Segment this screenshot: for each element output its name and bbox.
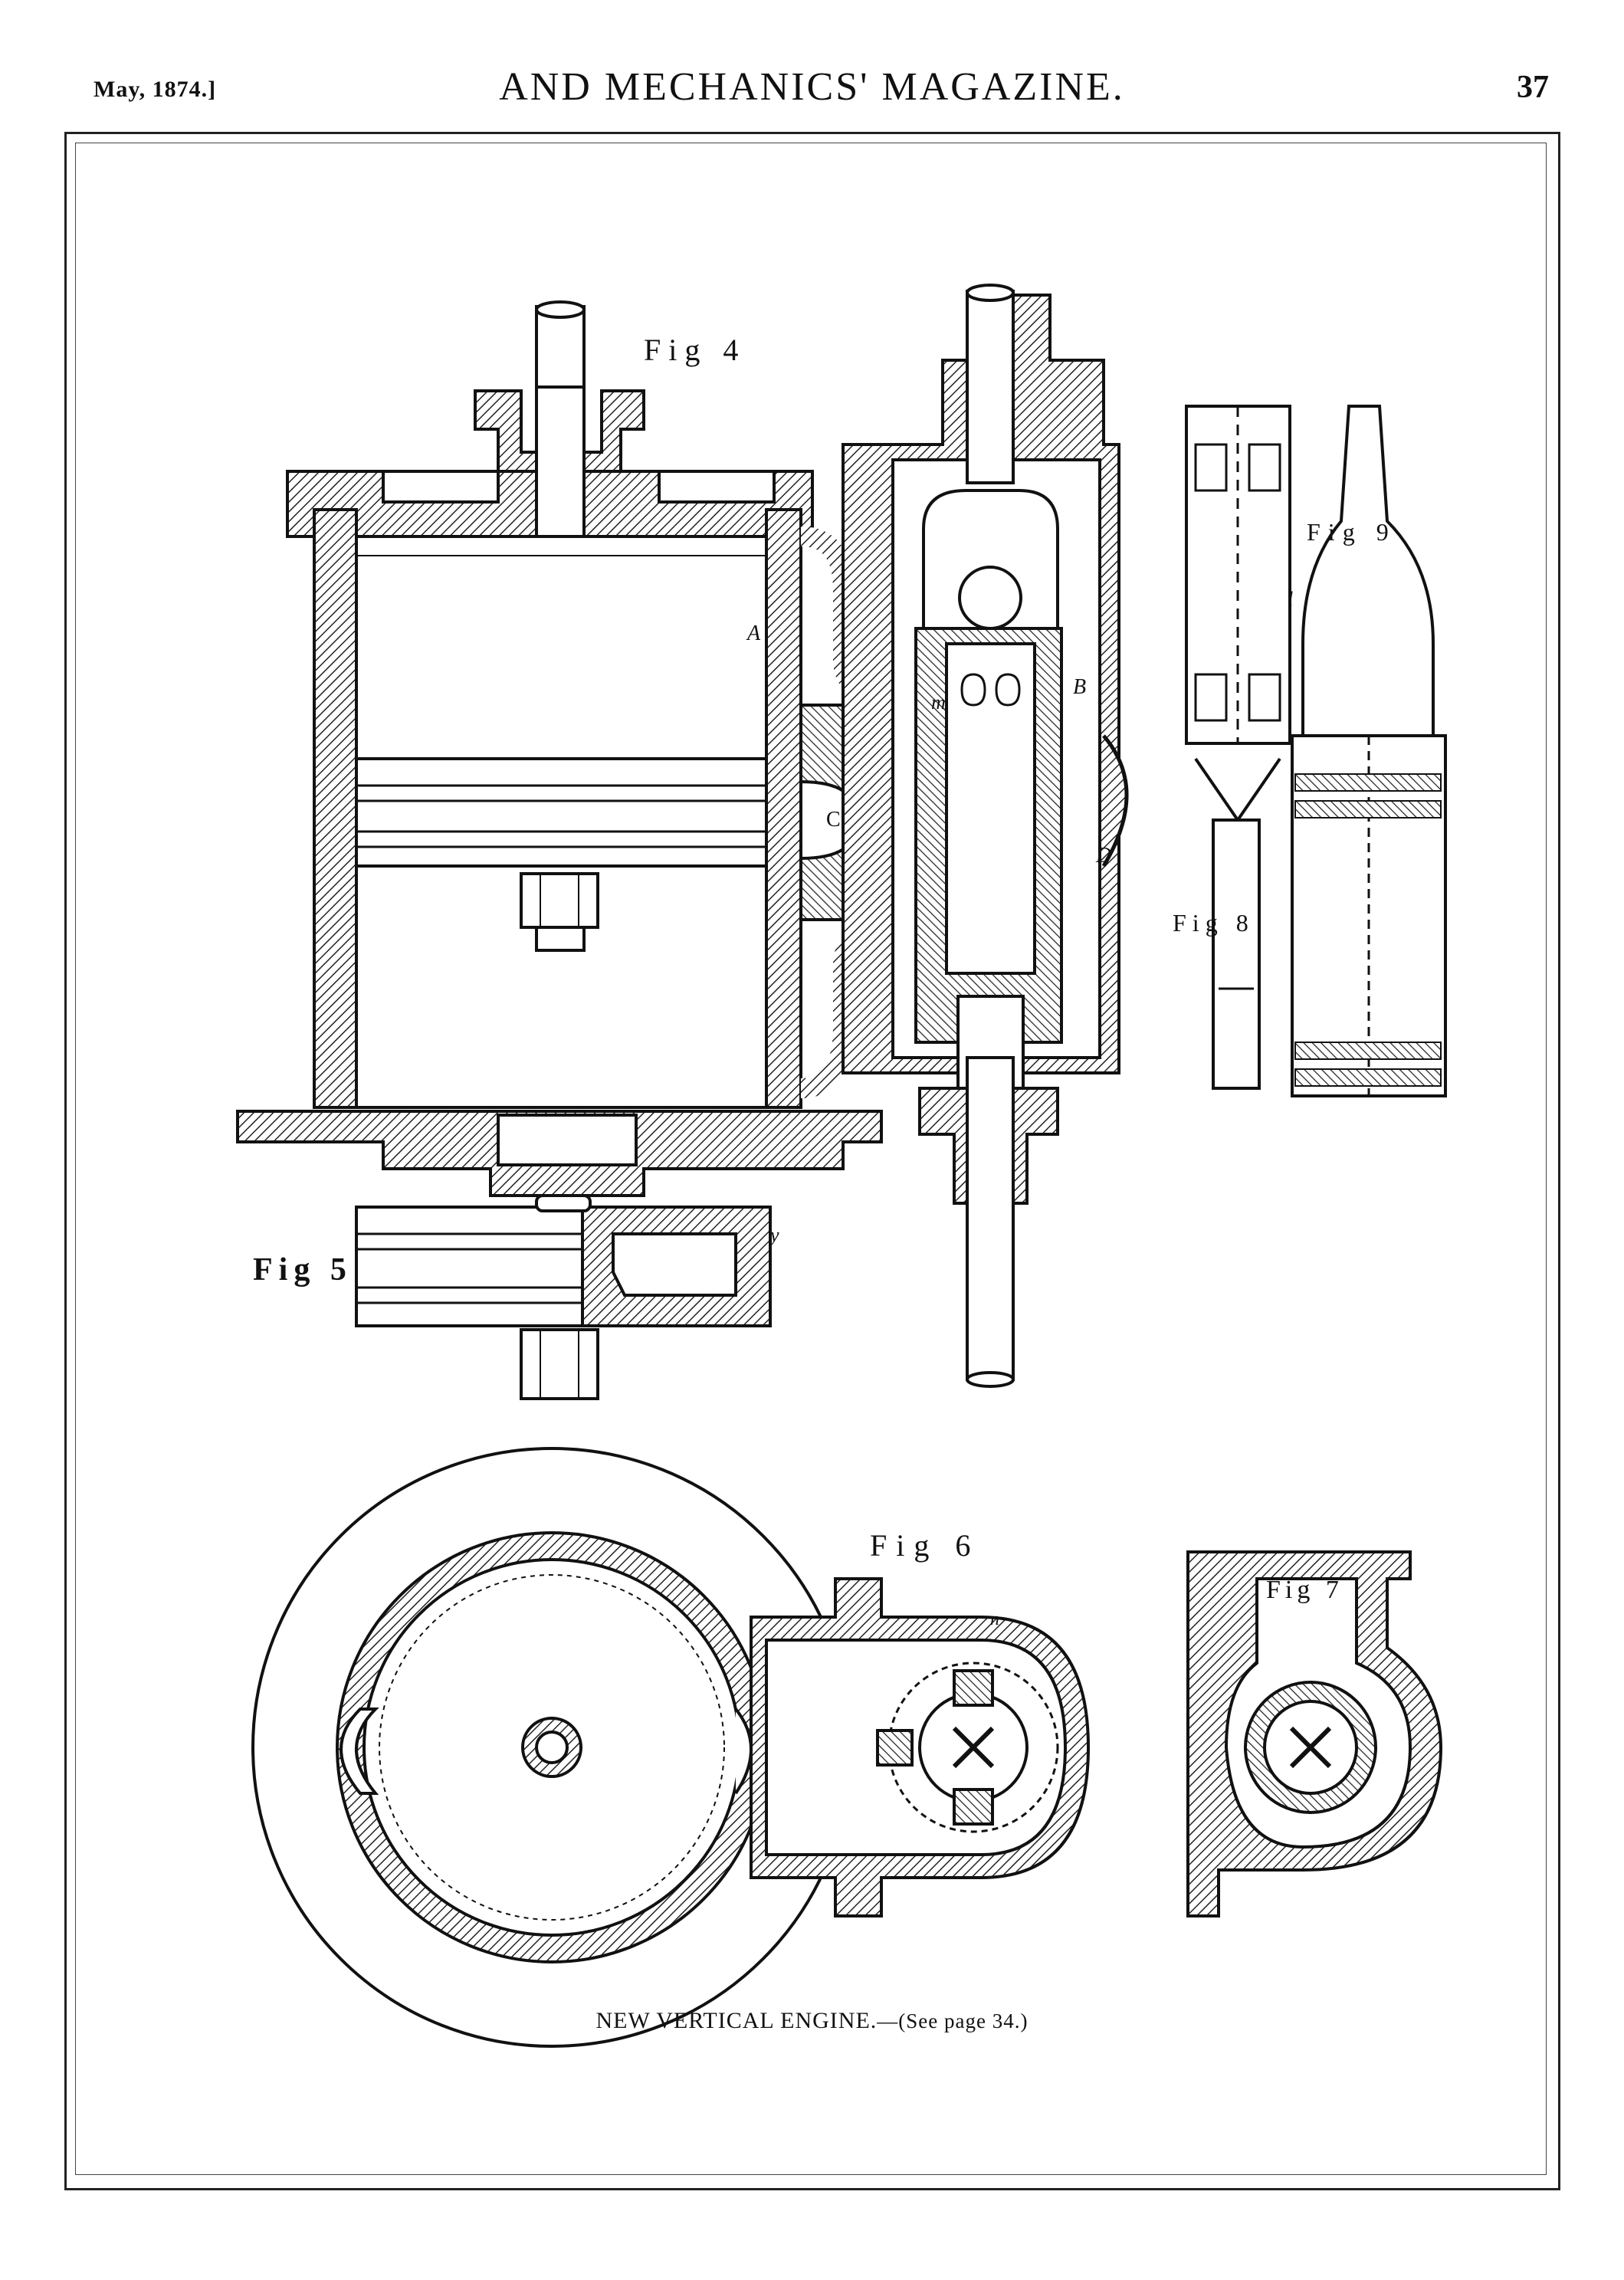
fig7-label: Fig 7 <box>1266 1576 1343 1604</box>
fig7-drawing <box>1186 1550 1443 1917</box>
part-letter-b: B <box>1073 675 1086 699</box>
fig5-label: Fig 5 <box>253 1252 353 1288</box>
part-letter-c: C <box>826 808 841 832</box>
fig5-drawing <box>355 1194 772 1400</box>
plate-caption: NEW VERTICAL ENGINE.—(See page 34.) <box>0 2008 1624 2034</box>
fig8-label: Fig 8 <box>1173 909 1255 937</box>
part-letter-n: n <box>990 1609 999 1629</box>
caption-page-reference: —(See page 34.) <box>877 2009 1029 2032</box>
fig9-label: Fig 9 <box>1307 518 1396 546</box>
part-letter-d: D <box>1095 844 1111 868</box>
part-letter-a: A <box>746 622 761 645</box>
fig6-label: Fig 6 <box>870 1528 979 1563</box>
journal-title: AND MECHANICS' MAGAZINE. <box>499 65 1125 109</box>
plate-border-inner <box>75 143 1547 2175</box>
fig6-drawing <box>251 1447 1091 2048</box>
part-letter-y: y <box>768 1224 779 1246</box>
fig4-label: Fig 4 <box>644 333 746 367</box>
part-letter-m: m <box>931 691 946 714</box>
fig4-drawing <box>236 284 1129 1388</box>
fig8-drawing <box>1185 405 1291 1090</box>
part-letter-l: l <box>1288 588 1293 610</box>
page-number: 37 <box>1517 70 1549 105</box>
caption-title: NEW VERTICAL ENGINE. <box>595 2008 878 2033</box>
header-date: May, 1874.] <box>94 77 217 102</box>
fig9-drawing <box>1291 405 1447 1097</box>
plate-border-outer <box>64 132 1560 2190</box>
